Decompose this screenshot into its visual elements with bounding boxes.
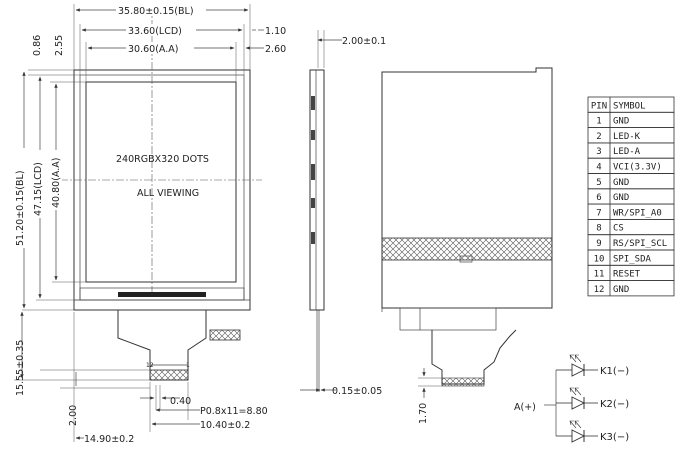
pin-number: 12 [594,285,605,295]
pin-number: 9 [596,239,601,249]
dim-pad-width: 0.40 [170,396,191,407]
dim-fpc-offset-label: 14.90±0.2 [84,434,134,445]
back-adhesive-strip [381,237,553,261]
pin-number: 2 [596,132,601,142]
led-anode-label: A(+) [514,402,536,413]
pin-symbol: LED-A [613,147,641,157]
led-diode [571,429,586,443]
fpc-contact-pads [149,369,189,381]
dim-lcd-width-label: 33.60(LCD) [128,26,182,37]
driver-ic [118,292,206,297]
dim-top-offset-inner: 2.55 [54,35,65,56]
led-circuit: A(+) K1(−) K2(−) K3(−) [514,354,629,443]
dim-pitch: P0.8x11=8.80 [200,406,268,417]
symbol-header: SYMBOL [613,101,646,111]
led-diode [571,396,586,410]
led-diode [571,363,586,377]
dim-bl-height-label: 51.20±0.15(BL) [15,170,26,246]
pin-number: 3 [596,147,601,157]
pin-number: 7 [596,208,601,218]
led-cathode-label: K3(−) [600,432,629,443]
dim-fpc-bottom: 2.00 [68,405,79,426]
dim-bl-width-label: 35.80±0.15(BL) [118,6,194,17]
dim-pin-span: 10.40±0.2 [200,420,250,431]
pin-marker-12: 12 [146,362,154,369]
dim-aa-height-label: 40.80(A.A) [51,158,62,208]
pin-symbol: GND [613,193,629,203]
viewing-label: ALL VIEWING [137,188,199,199]
pin-number: 10 [594,254,605,264]
pin-symbol: VCI(3.3V) [613,163,662,173]
pin-number: 1 [596,117,601,127]
pin-marker-1: 1 [186,362,190,369]
dim-right-margin-outer: 1.10 [265,26,286,37]
resolution-label: 240RGBX320 DOTS [116,154,209,165]
led-cathode-label: K1(−) [600,366,629,377]
pin-number: 5 [596,178,601,188]
dim-top-offset-outer: 0.86 [32,35,43,56]
back-view: 1.70 [381,67,553,424]
pin-number: 8 [596,224,601,234]
side-view: 2.00±0.1 0.15±0.05 [300,30,386,397]
pin-symbol: RESET [613,270,641,280]
pin-symbol: GND [613,178,629,188]
pin-number: 4 [596,163,601,173]
fpc-outline [117,310,207,381]
led-cathode-label: K2(−) [600,399,629,410]
pin-symbol: SPI_SDA [613,254,652,264]
back-outline [381,67,553,309]
dim-tail-length: 1.70 [418,403,429,424]
fpc-component [209,329,241,341]
pin-symbol: RS/SPI_SCL [613,239,667,249]
dim-lcd-height-label: 47.15(LCD) [33,162,44,216]
pin-number: 6 [596,193,601,203]
dim-thickness: 2.00±0.1 [342,36,386,47]
dim-fpc-length-label: 15.55±0.35 [15,340,26,396]
back-contact-pads [441,377,485,387]
dim-fpc-thickness: 0.15±0.05 [332,386,382,397]
backlight-outline [73,69,251,311]
pin-symbol: CS [613,224,624,234]
dim-right-margin-inner: 2.60 [265,44,286,55]
pin-symbol: GND [613,285,629,295]
pin-symbol: WR/SPI_A0 [613,208,662,218]
pin-number: 11 [594,270,605,280]
pin-symbol: LED-K [613,132,641,142]
front-view: 12 1 240RGBX320 DOTS ALL VIEWING [60,6,262,381]
front-view-dimensions: 35.80±0.15(BL) 33.60(LCD) 30.60(A.A) 1.1… [14,4,286,445]
pin-header: PIN [591,101,607,111]
dim-aa-width-label: 30.60(A.A) [128,44,178,55]
active-area [85,81,237,283]
pin-symbol: GND [613,117,629,127]
